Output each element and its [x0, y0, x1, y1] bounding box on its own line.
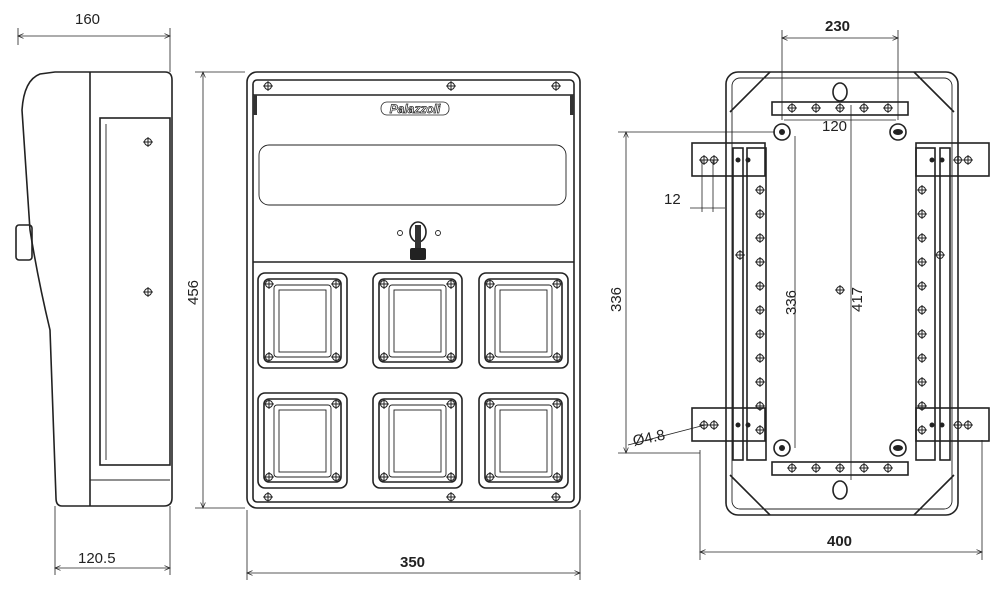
- dim-rear-overall-width: 400: [827, 533, 852, 550]
- screw-icon: [550, 491, 562, 503]
- dim-rear-inner-vertical: 336: [783, 290, 800, 315]
- lock-icon: [397, 221, 441, 260]
- dim-front-height: 456: [185, 280, 202, 305]
- socket-outlet: [372, 272, 463, 369]
- rear-view: 230 120 400 336 12 Ø4.8 336 417: [608, 18, 990, 560]
- socket-outlet: [478, 392, 569, 489]
- socket-outlet: [257, 392, 348, 489]
- screw-icon: [445, 491, 457, 503]
- dim-rear-bracket-spacing: 336: [608, 287, 625, 312]
- dim-rear-hole-offset: 12: [664, 191, 681, 208]
- socket-outlet: [372, 392, 463, 489]
- dim-rear-fixing-width: 230: [825, 18, 850, 35]
- dim-side-depth-bottom: 120.5: [78, 550, 116, 567]
- dim-front-width: 350: [400, 554, 425, 571]
- front-view: 456 Palazzoli 350: [185, 71, 581, 580]
- socket-outlet: [478, 272, 569, 369]
- dim-side-depth-top: 160: [75, 11, 100, 28]
- socket-outlet: [257, 272, 348, 369]
- side-view: 160 120.5: [15, 11, 173, 575]
- dim-rear-slot-spacing: 120: [822, 118, 847, 135]
- screw-icon: [262, 491, 274, 503]
- socket-grid: [257, 272, 569, 503]
- dim-rear-hole-diameter: Ø4.8: [631, 427, 666, 450]
- dim-rear-overall-vertical: 417: [849, 287, 866, 312]
- brand-logo: Palazzoli: [390, 102, 441, 116]
